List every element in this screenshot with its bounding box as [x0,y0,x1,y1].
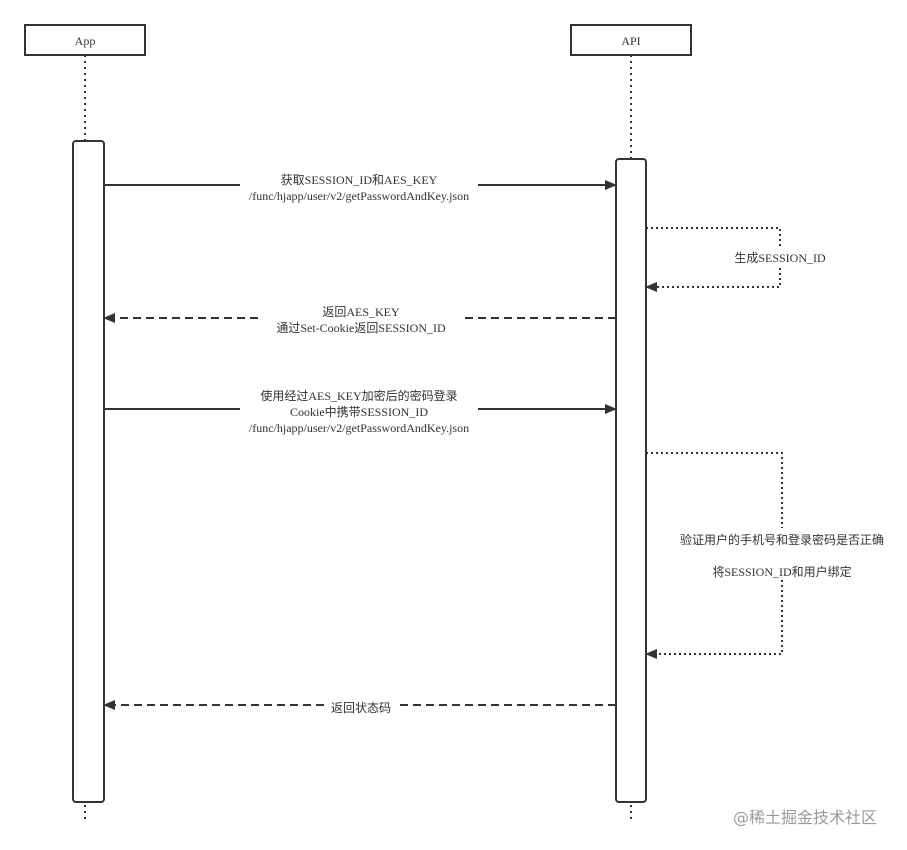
message-label: 生成SESSION_ID [734,251,826,265]
message-return-aes-key: 返回AES_KEY 通过Set-Cookie返回SESSION_ID [103,305,616,335]
message-label: /func/hjapp/user/v2/getPasswordAndKey.js… [249,189,469,203]
api-activation [615,158,647,803]
message-label: 获取SESSION_ID和AES_KEY [281,173,438,187]
message-label: /func/hjapp/user/v2/getPasswordAndKey.js… [249,421,469,435]
participant-api-label: API [621,34,640,48]
message-label: 使用经过AES_KEY加密后的密码登录 [260,388,457,403]
message-label: 验证用户的手机号和登录密码是否正确 [680,532,884,547]
app-activation [72,140,105,803]
message-get-session-and-key: 获取SESSION_ID和AES_KEY /func/hjapp/user/v2… [104,173,617,203]
self-message-verify-user: 验证用户的手机号和登录密码是否正确 将SESSION_ID和用户绑定 [645,452,884,659]
message-label: 将SESSION_ID和用户绑定 [712,564,851,579]
message-label: Cookie中携带SESSION_ID [290,404,428,419]
watermark: @稀土掘金技术社区 [733,808,877,827]
participant-app: App [24,24,146,56]
message-return-status: 返回状态码 [103,700,616,715]
message-label: 通过Set-Cookie返回SESSION_ID [276,321,446,335]
self-message-generate-session: 生成SESSION_ID [645,227,826,292]
participant-api: API [570,24,692,56]
message-login: 使用经过AES_KEY加密后的密码登录 Cookie中携带SESSION_ID … [104,388,617,435]
message-label: 返回状态码 [331,701,391,715]
message-label: 返回AES_KEY [322,305,400,319]
participant-app-label: App [75,34,96,48]
